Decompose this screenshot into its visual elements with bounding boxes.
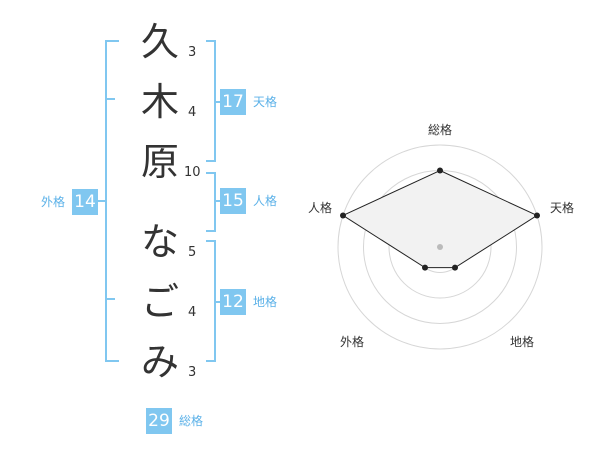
name-char-6: み xyxy=(140,340,179,384)
jinkaku-connector xyxy=(214,200,220,202)
radar-center-dot xyxy=(437,244,443,250)
stroke-count-3: 10 xyxy=(184,165,201,180)
chikaku-badge: 12 xyxy=(220,289,246,315)
gaikaku-bracket xyxy=(105,40,119,362)
stroke-count-4: 5 xyxy=(188,245,197,260)
jinkaku-bracket xyxy=(206,172,216,232)
jinkaku-label: 人格 xyxy=(253,194,278,208)
soukaku-label: 総格 xyxy=(179,414,204,428)
radar-ring-4 xyxy=(337,144,543,350)
chikaku-label: 地格 xyxy=(253,295,278,309)
radar-point-4 xyxy=(422,264,429,271)
name-char-3: 原 xyxy=(140,140,179,184)
stroke-count-6: 3 xyxy=(188,365,197,380)
tenkaku-connector xyxy=(214,101,220,103)
stroke-count-5: 4 xyxy=(188,305,197,320)
radar-point-5 xyxy=(339,212,346,219)
stroke-count-1: 3 xyxy=(188,45,197,60)
stroke-count-2: 4 xyxy=(188,105,197,120)
gaikaku-badge: 14 xyxy=(72,189,98,215)
tenkaku-label: 天格 xyxy=(253,95,278,109)
radar-axis-label-chikaku: 地格 xyxy=(510,335,535,349)
name-char-5: ご xyxy=(140,280,179,324)
gaikaku-tick-2 xyxy=(105,298,115,300)
jinkaku-badge: 15 xyxy=(220,188,246,214)
radar-point-2 xyxy=(534,212,541,219)
chikaku-connector xyxy=(214,301,220,303)
radar-axis-label-jinkaku: 人格 xyxy=(308,201,333,215)
radar-point-3 xyxy=(451,264,458,271)
radar-polygon xyxy=(341,169,539,269)
radar-axis-label-tenkaku: 天格 xyxy=(550,201,575,215)
gaikaku-connector xyxy=(98,200,106,202)
gaikaku-label: 外格 xyxy=(41,195,66,209)
name-char-1: 久 xyxy=(140,20,179,64)
name-char-2: 木 xyxy=(140,80,179,124)
radar-axis-label-soukaku: 総格 xyxy=(428,123,453,137)
gaikaku-tick-1 xyxy=(105,98,115,100)
tenkaku-badge: 17 xyxy=(220,89,246,115)
radar-axis-label-gaikaku: 外格 xyxy=(340,335,365,349)
name-char-4: な xyxy=(140,220,179,264)
soukaku-badge: 29 xyxy=(146,408,172,434)
radar-point-1 xyxy=(437,167,443,174)
